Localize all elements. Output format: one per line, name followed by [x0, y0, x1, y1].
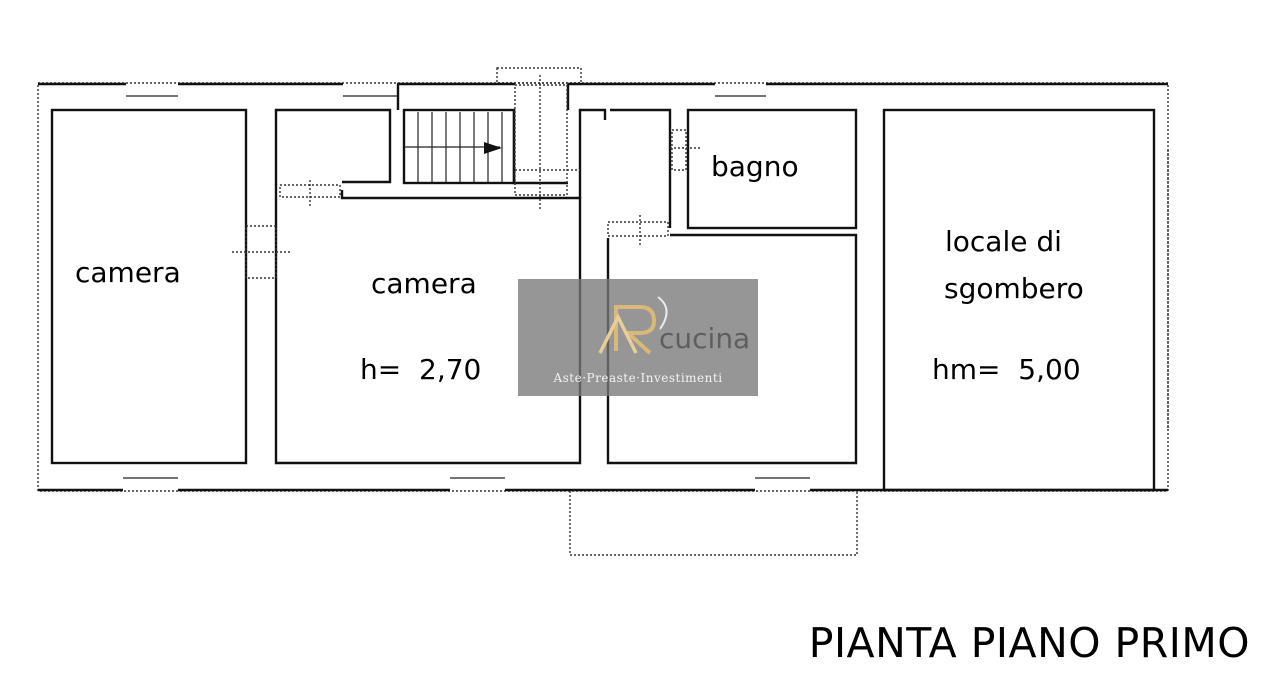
- watermark-text: Aste·Preaste·Investimenti: [553, 371, 723, 385]
- room-height-locale: hm= 5,00: [932, 353, 1081, 386]
- room-label-camera-left: camera: [75, 256, 181, 289]
- ar-monogram-logo-icon: [598, 296, 668, 355]
- door-openings: [232, 75, 700, 279]
- staircase: [404, 112, 503, 182]
- stair-arrow-icon: [484, 142, 502, 154]
- room-label-locale-line2: sgombero: [944, 272, 1084, 305]
- page-title: PIANTA PIANO PRIMO: [808, 619, 1250, 667]
- room-height-camera-center: h= 2,70: [360, 353, 482, 386]
- room-label-locale-line1: locale di: [945, 225, 1062, 258]
- top-wall: [38, 82, 1168, 97]
- room-label-bagno: bagno: [711, 150, 799, 183]
- watermark: Aste·Preaste·Investimenti: [518, 279, 758, 396]
- room-label-camera-center: camera: [371, 267, 477, 300]
- bottom-wall: [38, 477, 1168, 492]
